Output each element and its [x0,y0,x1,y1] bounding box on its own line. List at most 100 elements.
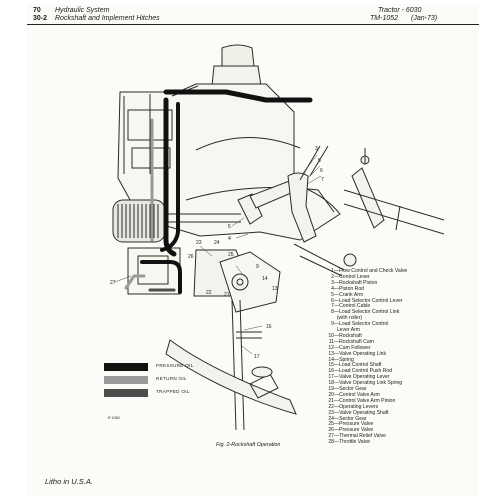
callout-label: 3 [315,146,318,152]
parts-list-item: 10—Rockshaft [327,332,362,339]
parts-list-item: 6—Load Selector Control Lever [327,297,403,304]
part-description: —Rockshaft Piston [334,279,378,286]
callout-label: 27 [110,280,116,286]
callout-label: 6 [320,168,323,174]
header-rule [27,24,479,25]
part-number: 12 [328,344,334,351]
parts-list-item: 25—Pressure Valve [327,421,373,427]
part-number: 13 [328,350,334,357]
part-number: 6 [331,297,334,304]
part-description: —Crank Arm [334,291,364,298]
callout-label: 13 [272,286,278,292]
legend-swatch [104,363,148,371]
parts-list-item: 9—Load Selector Control [327,321,388,327]
manual-id: TM-1052 [370,15,399,22]
callout-label: 7 [321,177,324,183]
part-number: 17 [328,374,334,381]
parts-list-item: 26—Pressure Valve [327,427,373,433]
parts-list-item: 17—Valve Operating Lever [327,374,389,380]
part-description: —Sector Gear [334,386,367,392]
callout-label: 4 [228,236,231,242]
parts-list-item: 7—Control Cable [327,303,370,309]
callout-label: 9 [256,264,259,270]
section-title: Hydraulic System [55,7,110,14]
parts-list-item: (with roller) [327,315,362,321]
part-description: —Valve Operating Link Spring [334,380,403,387]
parts-list-item: 24—Sector Gear [327,415,367,422]
parts-list-item: Lever Arm [327,327,360,333]
part-description: —Load Control Shaft [334,362,382,369]
page-number: 70 [33,7,41,14]
parts-list-item: 20—Control Valve Arm [327,391,379,398]
part-description: —Flow Control and Check Valve [334,268,408,274]
legend-swatch [104,376,148,384]
part-number: 25 [328,421,334,428]
part-number: 19 [328,386,334,392]
part-number: 10 [328,332,334,339]
footer-litho: Litho in U.S.A. [45,477,93,486]
part-description: —Thermal Relief Valve [334,433,386,440]
part-number: 16 [328,368,334,375]
parts-list-item: 19—Sector Gear [327,386,367,392]
legend-label: PRESSURE OIL [156,363,194,368]
part-description: —Sector Gear [334,415,367,422]
legend-item: RETURN OIL [104,375,214,387]
part-number: 20 [328,391,334,398]
part-number: 28 [328,439,334,446]
part-number: 15 [328,362,334,369]
part-description: —Rockshaft [334,332,362,339]
part-description: —Load Selector Control Link [334,309,400,316]
part-description: —Rockshaft Cam [334,338,374,345]
parts-list-item: 3—Rockshaft Piston [327,280,377,286]
parts-list-item: 14—Spring [327,357,354,363]
part-number: 8 [331,309,334,316]
callout-label: 21 [224,292,230,298]
callout-label: 24 [214,240,220,246]
manual-date: (Jan-73) [411,15,438,22]
part-number: 3 [331,279,334,286]
parts-list-item: 8—Load Selector Control Link [327,309,399,315]
legend-swatch [104,389,148,397]
part-number: 21 [328,397,334,404]
parts-list-item: 5—Crank Arm [327,292,363,298]
parts-list-item: 11—Rockshaft Cam [327,339,374,345]
legend-item: TRAPPED OIL [104,388,214,400]
part-number: 26 [328,427,334,434]
part-description: —Load Selector Control [334,321,389,328]
callout-label: 25 [228,252,234,258]
part-number: 27 [328,433,334,440]
part-number: 9 [331,321,334,328]
parts-list-item: 28—Throttle Valve [327,439,370,445]
part-number: 1 [331,268,334,274]
part-description: (with roller) [334,315,363,322]
part-description: —Valve Operating Shaft [334,409,389,416]
legend-item: PRESSURE OIL [104,362,214,374]
parts-list-item: 16—Load Control Push Rod [327,368,392,374]
part-number: 18 [328,380,334,387]
parts-list-item: 23—Valve Operating Shaft [327,409,389,416]
parts-list-item: 2—Control Lever [327,274,370,280]
callout-label: 14 [262,276,268,282]
parts-list-item: 1—Flow Control and Check Valve [327,268,407,274]
diagram-callouts: 3 5 6 7 5 4 23 24 25 26 9 27 22 21 16 17… [110,146,324,360]
part-description: —Pressure Valve [334,421,374,428]
section-number: 30-2 [33,15,48,22]
section-subtitle: Rockshaft and Implement Hitches [55,15,160,22]
parts-list-item: 27—Thermal Relief Valve [327,433,386,439]
part-description: —Control Cable [334,303,371,310]
callout-label: 23 [196,240,202,246]
part-description: —Cam Follower [334,344,371,351]
part-description: —Spring [334,356,354,363]
part-description: —Load Selector Control Lever [334,297,403,304]
part-description: —Valve Operating Lever [334,374,390,381]
parts-list-item: 21—Control Valve Arm Pinion [327,398,395,404]
part-description: —Operating Levers [334,403,379,410]
callout-label: 17 [254,354,260,360]
part-description: —Load Control Push Rod [334,368,393,375]
part-number: 23 [328,409,334,416]
part-number: 24 [328,415,334,422]
part-description: —Valve Operating Link [334,350,387,357]
part-number: 7 [331,303,334,310]
part-description: —Control Valve Arm Pinion [334,397,396,404]
